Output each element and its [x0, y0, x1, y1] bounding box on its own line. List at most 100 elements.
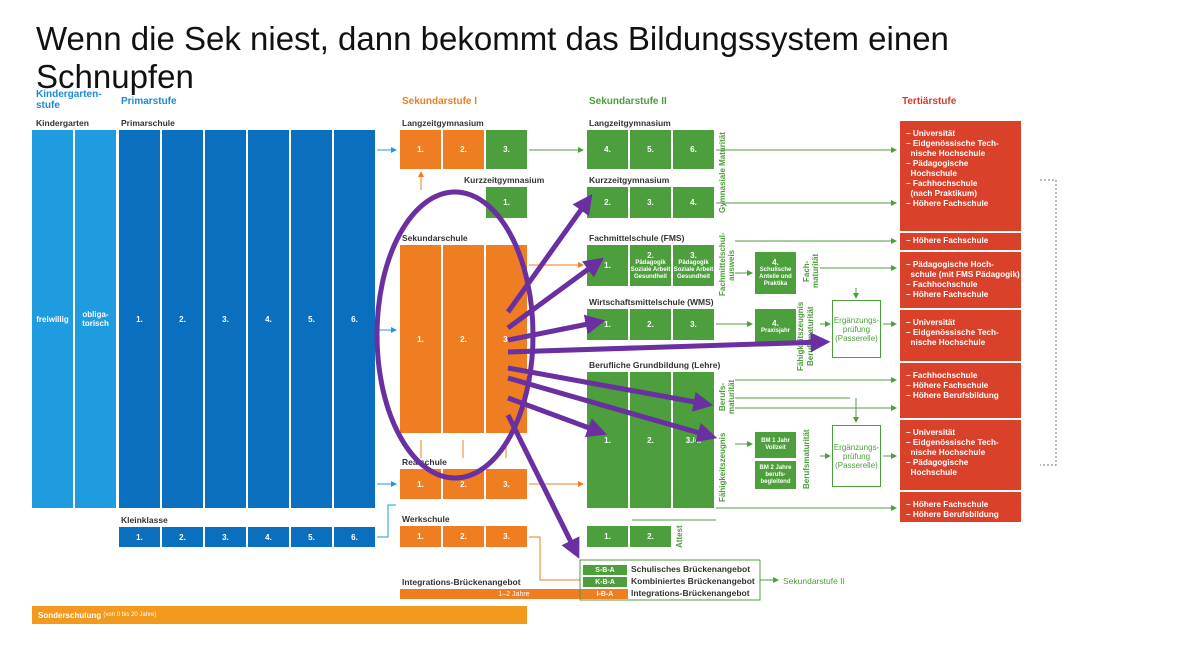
tertiary-line: – Pädagogische — [906, 159, 969, 168]
year-label: 3./4. — [685, 435, 702, 445]
lzg-year-4: 4. — [587, 130, 628, 169]
tertiary-lines: – Höhere Fachschule– Höhere Berufsbildun… — [906, 500, 1015, 520]
tertiary-box-1: – Universität– Eidgenössische Tech- nisc… — [900, 121, 1021, 231]
year-label: 4. — [265, 314, 272, 324]
kleinklasse-year-4: 4. — [248, 527, 289, 547]
year-label: 2. — [460, 334, 467, 344]
werk-year-1: 1. — [400, 526, 441, 547]
tertiary-box-7: – Höhere Fachschule– Höhere Berufsbildun… — [900, 492, 1021, 522]
tertiary-line: Hochschule — [906, 169, 957, 178]
header-primarstufe: Primarstufe — [121, 96, 177, 107]
label-kurzzeitgymnasium: Kurzzeitgymnasium — [464, 175, 545, 185]
tertiary-line: – Universität — [906, 428, 956, 437]
label-primarschule: Primarschule — [121, 118, 175, 128]
tertiary-line: – Eidgenössische Tech- — [906, 328, 999, 337]
lzg-year-1: 1. — [400, 130, 441, 169]
primar-year-6: 6. — [334, 130, 375, 508]
lzg-year-6: 6. — [673, 130, 714, 169]
year-label: 2. — [460, 479, 467, 489]
tertiary-line: – Pädagogische — [906, 458, 969, 467]
label-sekundarschule: Sekundarschule — [402, 233, 468, 243]
obligatorisch-label: obliga- torisch — [82, 310, 109, 328]
tertiary-line: – Höhere Fachschule — [906, 199, 989, 208]
bridge-code-iba: I-B-A — [583, 589, 627, 599]
tertiary-line: – Fachhochschule — [906, 371, 978, 380]
label-integrations-brueckenangebot: Integrations-Brückenangebot — [402, 577, 521, 587]
year-label: 1. — [417, 532, 424, 541]
year-label: 1. — [604, 435, 611, 445]
tertiary-box-4: – Universität– Eidgenössische Tech- nisc… — [900, 310, 1021, 361]
bridge-code: K-B-A — [595, 578, 615, 586]
integrations-bar: 1–2 Jahre — [400, 589, 628, 599]
year-label: 3. — [503, 334, 510, 344]
real-year-3: 3. — [486, 469, 527, 499]
year-label: 4. — [604, 145, 611, 154]
bridge-code: I-B-A — [596, 590, 614, 598]
lzg-year-3: 3. — [486, 130, 527, 169]
sek-year-2: 2. — [443, 245, 484, 433]
label-werkschule: Werkschule — [402, 514, 450, 524]
label-kleinklasse: Kleinklasse — [121, 515, 168, 525]
year-label: 1. — [417, 145, 424, 154]
header-sekundarstufe-2: Sekundarstufe II — [589, 96, 667, 107]
tertiary-box-2: – Höhere Fachschule — [900, 233, 1021, 250]
year-label: 3. — [647, 198, 654, 207]
tertiary-line: – Pädagogische Hoch- — [906, 260, 994, 269]
year-label: 4. — [772, 258, 779, 267]
bridge-code: S-B-A — [595, 566, 615, 574]
kzg-year-2: 2. — [587, 187, 628, 218]
kleinklasse-year-6: 6. — [334, 527, 375, 547]
tertiary-line: – Höhere Fachschule — [906, 236, 989, 245]
year-label: 3. — [503, 532, 510, 541]
label-langzeitgymnasium: Langzeitgymnasium — [402, 118, 484, 128]
year-label: 3. — [503, 479, 510, 489]
kleinklasse-year-2: 2. — [162, 527, 203, 547]
year-label: 2. — [647, 250, 654, 260]
tertiary-lines: – Fachhochschule– Höhere Fachschule– Höh… — [906, 371, 1015, 401]
year-label: 6. — [351, 532, 358, 542]
tertiary-line: – Fachhochschule — [906, 280, 978, 289]
label-langzeitgymnasium-2: Langzeitgymnasium — [589, 118, 671, 128]
kleinklasse-year-5: 5. — [291, 527, 332, 547]
tertiary-bracket — [1040, 179, 1057, 466]
year-label: 1. — [136, 532, 143, 542]
year-label: 2. — [647, 435, 654, 445]
green-connectors — [529, 147, 897, 601]
orange-connectors — [418, 171, 584, 581]
werk-year-3: 3. — [486, 526, 527, 547]
year-label: 1. — [417, 479, 424, 489]
year-label: 1. — [604, 532, 611, 541]
tertiary-line: Hochschule — [906, 468, 957, 477]
bm-2-jahre: BM 2 Jahre berufs-begleitend — [755, 461, 796, 489]
sek-year-1: 1. — [400, 245, 441, 433]
year-label: 2. — [647, 532, 654, 541]
year-label: 2. — [179, 532, 186, 542]
tertiary-line: – Eidgenössische Tech- — [906, 438, 999, 447]
fms-paed-label: Pädagogik Soziale Arbeit Gesundheit — [673, 259, 714, 280]
year-label: 2. — [179, 314, 186, 324]
lehre-year-1: 1. — [587, 372, 628, 508]
year-label: 1. — [417, 334, 424, 344]
bm2-label: BM 2 Jahre berufs-begleitend — [759, 464, 792, 485]
label-lehre: Berufliche Grundbildung (Lehre) — [589, 360, 721, 370]
tertiary-line: nische Hochschule — [906, 338, 986, 347]
year-label: 2. — [604, 198, 611, 207]
tertiary-line: nische Hochschule — [906, 149, 986, 158]
primar-year-2: 2. — [162, 130, 203, 508]
purple-ellipse-annotation — [374, 189, 536, 481]
lzg-year-2: 2. — [443, 130, 484, 169]
year-label: 2. — [460, 532, 467, 541]
wms4-sub: Praxisjahr — [760, 327, 791, 334]
fms-year-4: 4.Schulische Anteile und Praktika — [755, 252, 796, 294]
year-label: 1. — [604, 320, 611, 329]
tertiary-lines: – Universität– Eidgenössische Tech- nisc… — [906, 428, 1015, 478]
year-label: 3. — [690, 250, 697, 260]
bridge-code-kba: K-B-A — [583, 577, 627, 587]
year-label: 3. — [690, 320, 697, 329]
label-fms: Fachmittelschule (FMS) — [589, 233, 685, 243]
year-label: 6. — [690, 145, 697, 154]
year-label: 2. — [647, 320, 654, 329]
lzg-year-5: 5. — [630, 130, 671, 169]
tertiary-lines: – Pädagogische Hoch- schule (mit FMS Päd… — [906, 260, 1020, 300]
